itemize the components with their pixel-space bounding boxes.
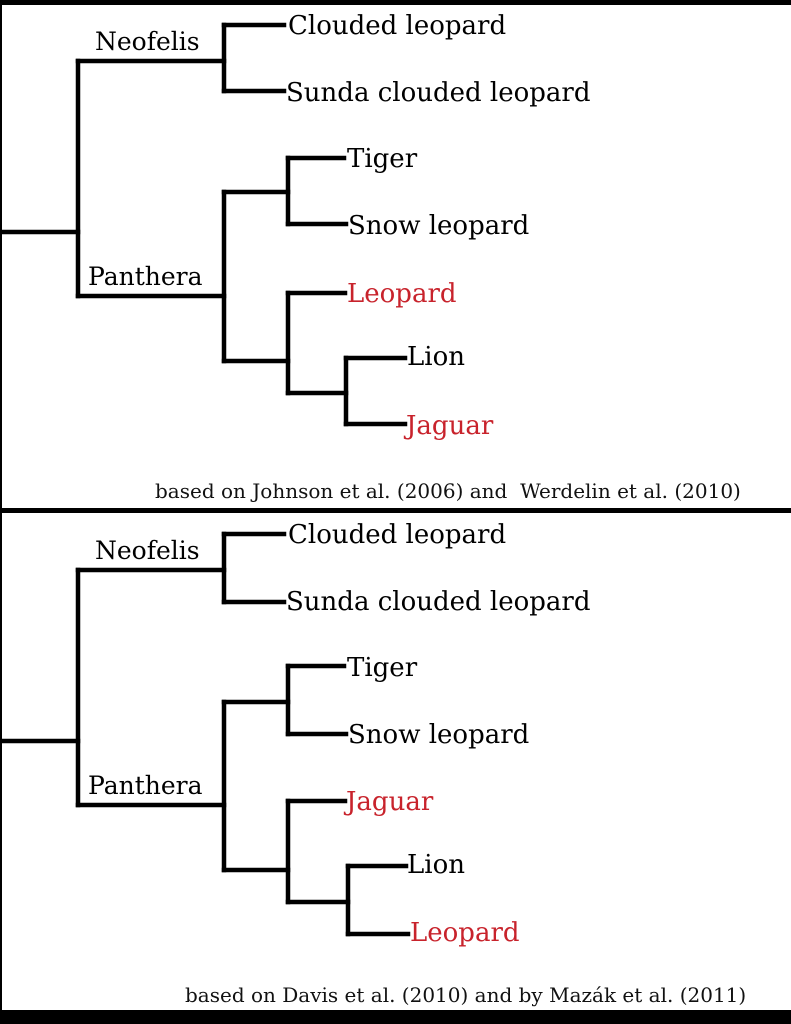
leaf-label: Tiger	[347, 144, 418, 174]
panel-2-caption: based on Davis et al. (2010) and by Mazá…	[185, 983, 746, 1007]
leaf-label: Lion	[407, 342, 465, 372]
clade-label-neofelis: Neofelis	[95, 536, 200, 565]
leaf-label: Sunda clouded leopard	[286, 587, 591, 617]
leaf-label-highlighted: Leopard	[410, 918, 520, 948]
leaf-label-highlighted: Jaguar	[343, 787, 434, 817]
clade-label-panthera: Panthera	[88, 771, 203, 800]
tree-panel-2	[0, 531, 411, 937]
clade-label-panthera: Panthera	[88, 262, 203, 291]
leaf-label: Sunda clouded leopard	[286, 78, 591, 108]
leaf-label: Clouded leopard	[288, 11, 506, 41]
leaf-label: Snow leopard	[348, 720, 529, 750]
leaf-label: Tiger	[347, 653, 418, 683]
clade-label-neofelis: Neofelis	[95, 27, 200, 56]
panel-divider	[0, 508, 791, 513]
panel-1-caption: based on Johnson et al. (2006) and Werde…	[155, 479, 741, 503]
leaf-label: Snow leopard	[348, 211, 529, 241]
leaf-label: Clouded leopard	[288, 520, 506, 550]
leaf-label-highlighted: Jaguar	[403, 411, 494, 441]
tree-panel-1	[0, 22, 408, 427]
leaf-label: Lion	[407, 850, 465, 880]
leaf-label-highlighted: Leopard	[347, 279, 457, 309]
panel-2-background	[2, 513, 791, 1010]
